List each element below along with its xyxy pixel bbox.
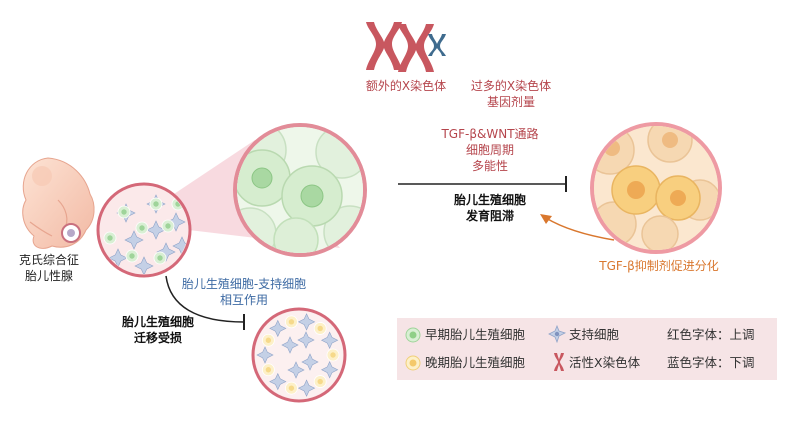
migration-circle [251, 307, 347, 403]
late-stage-circle [590, 122, 722, 254]
early-germ-cell-nucleus [153, 201, 159, 207]
interaction-label-2: 相互作用 [219, 293, 268, 307]
gonad-zoom-circle [233, 123, 367, 257]
sertoli-cell [134, 256, 154, 274]
legend-active-x-icon [553, 352, 565, 376]
legend-early-icon [405, 327, 421, 347]
legend-red-font: 红色字体：上调 [667, 327, 755, 342]
extra-x-label: 额外的X染色体 [365, 79, 447, 93]
migration-label: 胎儿生殖细胞 [121, 315, 194, 329]
legend-sertoli: 支持细胞 [569, 327, 620, 342]
fetal-gonad-label: 胎儿性腺 [24, 269, 73, 283]
late-germ-cell-nucleus [288, 319, 295, 325]
sertoli-cell [172, 236, 188, 256]
legend: 早期胎儿生殖细胞 支持细胞 红色字体：上调 晚期胎儿生殖细胞 活性X染色体 蓝色… [397, 318, 777, 380]
cell-cycle-label: 细胞周期 [465, 143, 514, 157]
active-x-chromosome-icon [428, 34, 446, 56]
pluripotency-label: 多能性 [471, 159, 508, 173]
gene-dosage-label-2: 基因剂量 [486, 95, 535, 109]
gonad-overview-circle [96, 182, 192, 278]
legend-late: 晚期胎儿生殖细胞 [425, 355, 526, 370]
late-germ-cell-nucleus [288, 385, 295, 391]
sertoli-cell [297, 379, 316, 397]
legend-active-x: 活性X染色体 [569, 355, 641, 370]
sertoli-cell [256, 346, 274, 364]
sertoli-cell [320, 361, 339, 379]
sertoli-cell [320, 331, 339, 349]
tgf-inhibitor-arrow [545, 217, 615, 241]
klinefelter-label: 克氏综合征 [18, 253, 79, 267]
early-germ-cell-nucleus [129, 253, 135, 259]
arrest-label: 胎儿生殖细胞 [453, 193, 526, 207]
sertoli-cell [281, 336, 299, 354]
embryo-illustration [22, 157, 95, 249]
early-germ-cell-nucleus [107, 235, 113, 241]
sertoli-cell [269, 372, 287, 391]
legend-late-icon [405, 355, 421, 375]
late-germ-cell-nucleus [265, 367, 272, 373]
early-germ-cell-nucleus [165, 223, 171, 229]
sertoli-cell [297, 313, 316, 331]
legend-sertoli-icon [547, 324, 567, 347]
tgf-inhibitor-label: TGF-β抑制剂促进分化 [599, 259, 719, 273]
late-germ-cell-nucleus [330, 352, 336, 358]
late-germ-cell-nucleus [317, 378, 323, 385]
sertoli-cell [124, 230, 144, 250]
early-germ-cell-nucleus [157, 255, 163, 261]
migration-inhibition-line [165, 275, 245, 323]
extra-x-chromosomes [366, 22, 434, 72]
sertoli-cell [287, 361, 305, 379]
legend-early: 早期胎儿生殖细胞 [425, 327, 526, 342]
sertoli-cell [269, 319, 287, 338]
late-germ-cell-nucleus [317, 325, 323, 332]
early-germ-cell-nucleus [139, 225, 145, 231]
arrest-label-2: 发育阻滞 [465, 209, 514, 223]
sertoli-cell [297, 331, 315, 349]
migration-label-2: 迁移受损 [133, 331, 182, 345]
pathway-label: TGF-β&WNT通路 [441, 127, 539, 141]
early-germ-cell-nucleus [121, 209, 127, 215]
sertoli-cell [301, 353, 319, 371]
legend-blue-font: 蓝色字体：下调 [667, 355, 755, 370]
gene-dosage-label: 过多的X染色体 [470, 79, 552, 93]
interaction-label: 胎儿生殖细胞-支持细胞 [181, 277, 307, 291]
late-germ-cell-nucleus [265, 337, 272, 343]
